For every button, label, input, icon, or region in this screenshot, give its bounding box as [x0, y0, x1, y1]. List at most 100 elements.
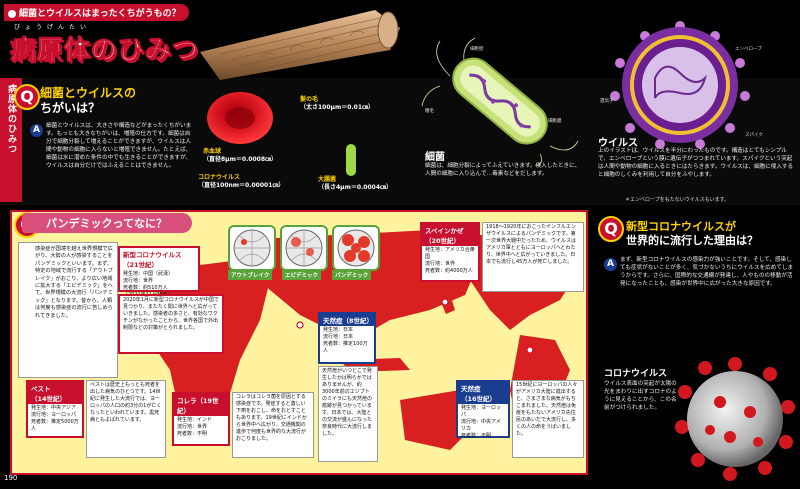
bacteria-label-wall: 細胞壁 — [470, 47, 484, 52]
title-ruby: びょうげんたい — [14, 24, 92, 31]
cholera-deaths: 不明 — [197, 431, 208, 437]
kicker-banner: 細菌とウイルスはまったくちがうもの？ — [4, 4, 189, 21]
virus-title: ウイルス — [598, 138, 638, 149]
covid-card: 新型コロナウイルス（21世紀） 発生地：中国（武漢） 流行地：世界 死者数：約5… — [118, 246, 200, 298]
spanish-flu-century: （20世紀） — [425, 237, 461, 245]
bacteria-illustration — [421, 37, 579, 166]
pest-desc: ペストは歴史上もっとも死者を出した病気のひとつです。14世紀に発生した大流行では… — [90, 382, 162, 423]
hair-label-text: 髪の毛 — [300, 96, 319, 103]
q1-answer: 細菌とウイルスは、大きさや構造などがまったくちがいます。もっとも大きなちがいは、… — [46, 123, 192, 169]
bacteria-title: 細菌 — [425, 152, 445, 163]
rbc-label-text: 赤血球 — [203, 148, 222, 155]
epidemic-globe-icon — [285, 229, 323, 267]
red-blood-cell-image — [207, 92, 273, 144]
bacteria-desc: 細菌は、細胞分裂によってふえていきます。侵入したときに、人間の細胞に入り込んで…… — [425, 163, 581, 177]
q3-a-badge: A — [604, 258, 617, 271]
pest-deaths-label: 死者数 — [31, 419, 47, 425]
q3-title-line2: 世界的に流行した理由は？ — [626, 234, 758, 247]
pest-deaths: 推定5000万人 — [31, 419, 79, 432]
covid-deaths: 約510万人 — [143, 285, 168, 291]
spanish-flu-card: スペインかぜ （20世紀） 発生地：アメリカ合衆国 流行地：世界 死者数：約40… — [420, 222, 480, 282]
bullet-icon — [8, 9, 16, 18]
coronavirus-image — [675, 357, 795, 481]
covid-country-label: 流行地 — [123, 278, 139, 284]
covid-desc: 2020年1月に新型コロナウイルスが中国で見つかり、またたく間に世界へと広がって… — [123, 297, 219, 331]
smallpox8-facts: 発生地：日本 流行地：日本 死者数：推定100万人 — [323, 327, 368, 354]
smallpox8-origin: 日本 — [343, 327, 354, 333]
cholera-title: コレラ（19世紀） — [174, 394, 228, 416]
pandemic-header-band — [22, 213, 192, 233]
smallpox16-name: 天然痘 — [461, 385, 481, 393]
smallpox16-century: （16世紀） — [461, 395, 497, 403]
corona-label-text: コロナウイルス — [198, 174, 241, 181]
covid-section-desc: ウイルス表面の突起が太陽の光をまわりに出すコロナのように見えることから、この名前… — [604, 381, 677, 411]
a-badge: A — [30, 124, 43, 137]
pest-country-label: 流行地 — [31, 412, 47, 418]
page-title: 病原体のひみつ — [10, 36, 200, 67]
hair-image — [200, 10, 400, 80]
covid-section-title: コロナウイルス — [604, 369, 668, 379]
smallpox8-desc-card: 天然痘がいつどこで発生したかは明らかではありませんが、約3000年前のエジプトの… — [318, 366, 378, 462]
pest-card: ペスト （14世紀） 発生地：中央アジア 流行地：ヨーロッパ 死者数：推定500… — [26, 380, 84, 438]
smallpox16-desc-card: 15世紀にヨーロッパの人々がアメリカ大陸に進出すると、さまざまな病気がもちこまれ… — [512, 380, 584, 458]
pest-origin: 中央アジア — [51, 405, 76, 411]
q-badge: Q — [14, 84, 40, 110]
side-label: 病原体のひみつ — [6, 84, 16, 154]
q3-title: 新型コロナウイルスが 世界的に流行した理由は？ — [626, 220, 758, 248]
pest-origin-label: 発生地 — [31, 405, 47, 411]
q1-title-line1: 細菌とウイルスの — [40, 86, 137, 100]
smallpox16-country-label: 流行地 — [461, 419, 477, 425]
smallpox16-origin: ヨーロッパ — [461, 405, 502, 418]
cholera-desc: コレラはコレラ菌を原因とする感染症です。発症すると激しい下痢をおこし、命をおとす… — [236, 394, 307, 442]
smallpox16-facts: 発生地：ヨーロッパ 流行地：中央アメリカ 死者数：不明 — [461, 405, 502, 439]
pest-country: ヨーロッパ — [51, 412, 77, 418]
spanish-country: 世界 — [445, 261, 456, 267]
pest-facts: 発生地：中央アジア 流行地：ヨーロッパ 死者数：推定5000万人 — [31, 405, 79, 432]
pest-name: ペスト — [31, 385, 51, 393]
smallpox8-card: 天然痘（8世紀） 発生地：日本 流行地：日本 死者数：推定100万人 — [318, 312, 376, 364]
spanish-country-label: 流行地 — [425, 261, 441, 267]
ecoli-label: 大腸菌 （長さ4μm＝0.0004㎝） — [318, 176, 392, 192]
pest-century: （14世紀） — [31, 395, 67, 403]
smallpox8-country-label: 流行地 — [323, 334, 339, 340]
spanish-flu-desc: 1918〜1920年におこったインフルエンザウイルスによるパンデミックです。第一… — [486, 224, 577, 265]
pandemic-title: パンデミックってなに？ — [46, 217, 167, 230]
smallpox16-card: 天然痘 （16世紀） 発生地：ヨーロッパ 流行地：中央アメリカ 死者数：不明 — [456, 380, 510, 439]
covid-origin-label: 発生地 — [123, 271, 139, 277]
smallpox16-desc: 15世紀にヨーロッパの人々がアメリカ大陸に進出すると、さまざまな病気がもちこまれ… — [516, 382, 578, 437]
q1-title: 細菌とウイルスの ちがいは？ — [40, 86, 136, 116]
spanish-origin: アメリカ合衆国 — [425, 247, 475, 260]
spanish-flu-facts: 発生地：アメリカ合衆国 流行地：世界 死者数：約4000万人 — [425, 247, 475, 274]
virus-label-spike: スパイク — [745, 133, 763, 138]
bacteria-label-membrane: 細胞膜 — [548, 119, 562, 124]
cholera-card: コレラ（19世紀） 発生地：インド 流行地：世界 死者数：不明 — [172, 392, 230, 446]
smallpox8-origin-label: 発生地 — [323, 327, 339, 333]
virus-note: ＊エンベロープをもたないウイルスもいます。 — [625, 197, 730, 203]
virus-label-gene: 遺伝子 — [600, 99, 614, 104]
covid-origin: 中国（武漢） — [143, 271, 174, 277]
corona-size: （直径100nm＝0.00001㎝） — [198, 182, 285, 189]
ecoli-image — [346, 144, 356, 176]
stage-outbreak-label: アウトブレイク — [228, 270, 273, 280]
cholera-desc-card: コレラはコレラ菌を原因とする感染症です。発症すると激しい下痢をおこし、命をおとす… — [232, 392, 314, 458]
cholera-country-label: 流行地 — [177, 424, 193, 430]
kicker-text: 細菌とウイルスはまったくちがうもの？ — [19, 9, 181, 19]
pandemic-answer-card: 感染症が国境を越え世界規模で広がり、大勢の人が感染することをパンデミックといいま… — [18, 242, 118, 378]
side-band — [0, 78, 22, 202]
pest-desc-card: ペストは歴史上もっとも死者を出した病気のひとつです。14世紀に発生した大流行では… — [86, 380, 166, 458]
cholera-country: 世界 — [197, 424, 208, 430]
q3-answer: まず、新型コロナウイルスの感染力が強いことです。そして、感染しても症状がないこと… — [620, 257, 794, 287]
stage-epidemic-label: エピデミック — [282, 270, 322, 280]
smallpox8-deaths: 推定100万人 — [323, 341, 368, 354]
covid-deaths-label: 死者数 — [123, 285, 139, 291]
spanish-deaths: 約4000万人 — [445, 268, 473, 274]
rbc-label: 赤血球 （直径8μm＝0.0008㎝） — [203, 148, 277, 164]
pest-title: ペスト （14世紀） — [28, 382, 82, 404]
q3-title-line1: 新型コロナウイルスが — [626, 220, 736, 233]
bacteria-label-flagellum: 鞭毛 — [425, 109, 434, 114]
cholera-deaths-label: 死者数 — [177, 431, 193, 437]
ecoli-label-text: 大腸菌 — [318, 176, 337, 183]
virus-desc: 上のイラストは、ウイルスを半分にわったものです。構造はとてもシンプルで、エンベロ… — [598, 148, 794, 178]
spanish-flu-desc-card: 1918〜1920年におこったインフルエンザウイルスによるパンデミックです。第一… — [482, 222, 584, 292]
virus-illustration — [610, 21, 750, 149]
